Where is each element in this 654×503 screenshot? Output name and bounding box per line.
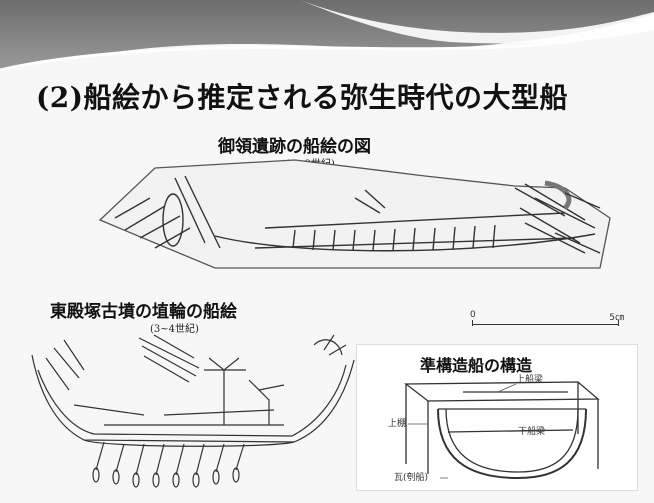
upper-beam-label: 上船梁: [516, 374, 543, 385]
higashi-date: (3~4世紀): [150, 324, 199, 335]
higashi-caption: 東殿塚古墳の埴輪の船絵: [50, 302, 237, 322]
hull-label: 瓦(刳船): [394, 471, 428, 483]
structure-panel: [356, 344, 638, 491]
structure-caption: 準構造船の構造: [420, 356, 533, 375]
side-plank-label: 上棚: [388, 417, 406, 429]
goryo-caption: 御領遺跡の船絵の図: [218, 137, 371, 157]
scale-bar: 0 5㎝: [466, 310, 626, 338]
scale-start-label: 0: [470, 310, 476, 320]
structure-diagram: 上船梁 上棚 下船梁 瓦(刳船): [388, 374, 600, 483]
slide-title: (2)船絵から推定される弥生時代の大型船: [36, 81, 568, 114]
lower-beam-label: 下船梁: [518, 425, 545, 437]
scale-end-label: 5㎝: [609, 313, 624, 323]
banner-decoration: [0, 0, 654, 90]
goryo-ship-drawing: [98, 159, 611, 269]
higashi-ship-drawing: [31, 334, 355, 488]
